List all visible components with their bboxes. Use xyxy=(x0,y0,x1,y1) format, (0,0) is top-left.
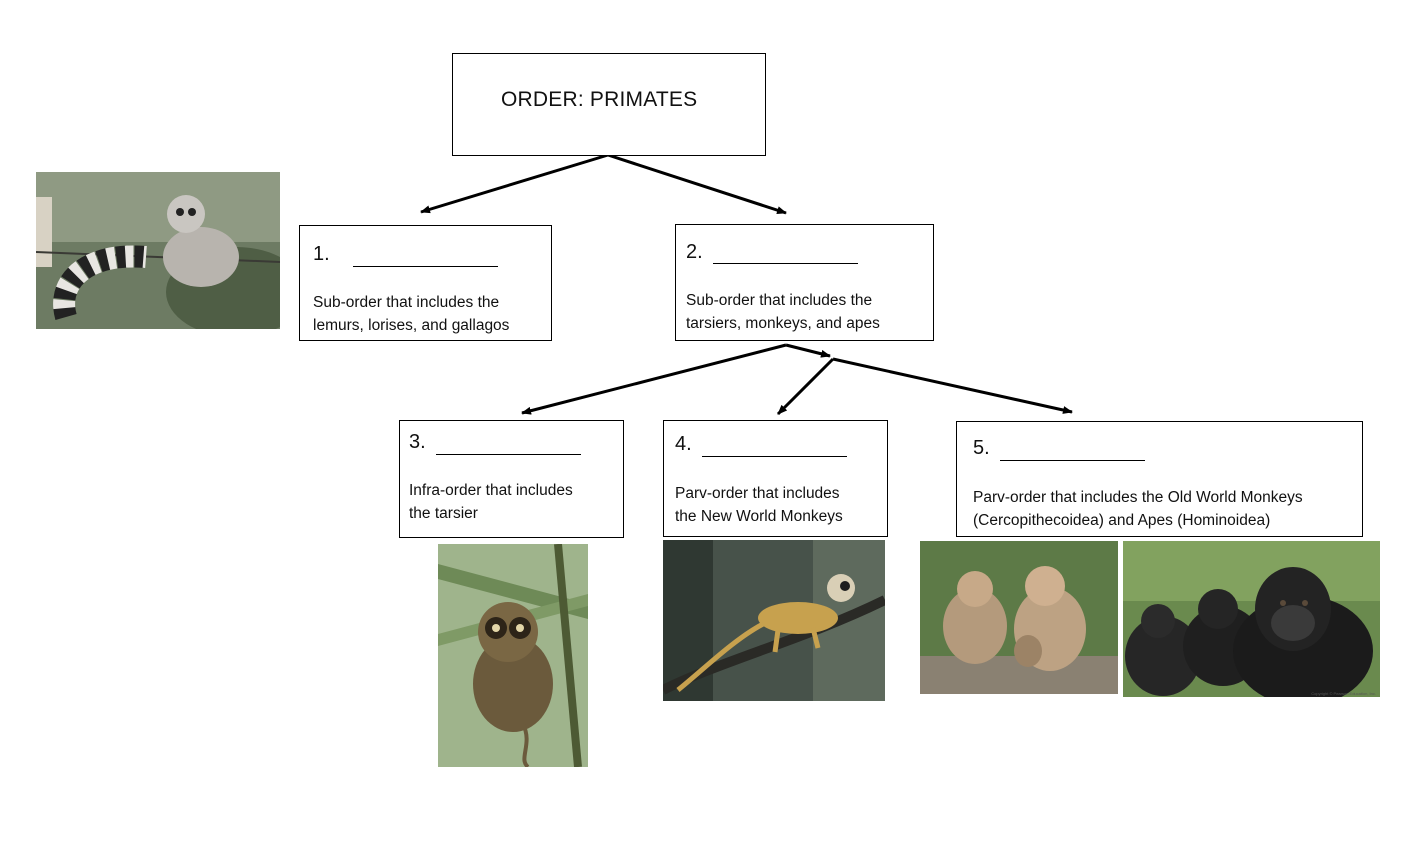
node-3-answer-blank[interactable] xyxy=(436,454,581,455)
node-5-description-line-1: Parv-order that includes the Old World M… xyxy=(973,489,1303,506)
node-5-box: 5. Parv-order that includes the Old Worl… xyxy=(956,421,1363,537)
node-2-number: 2. xyxy=(686,241,703,263)
node-4-number: 4. xyxy=(675,433,692,455)
root-title: ORDER: PRIMATES xyxy=(501,88,698,111)
gorilla-photo-credit: Copyright © Pearson Education, Inc. xyxy=(1311,691,1376,696)
node-3-box: 3. Infra-order that includes the tarsier xyxy=(399,420,624,538)
node-1-description-line-1: Sub-order that includes the xyxy=(313,294,500,311)
macaques-photo xyxy=(920,541,1118,694)
node-1-box: 1. Sub-order that includes the lemurs, l… xyxy=(299,225,552,341)
node-5-answer-blank[interactable] xyxy=(1000,460,1145,461)
arrow-root-to-1 xyxy=(420,153,609,214)
node-1-answer-blank[interactable] xyxy=(353,266,498,267)
node-3-number: 3. xyxy=(409,431,426,453)
node-2-answer-blank[interactable] xyxy=(713,263,858,264)
node-4-description-line-2: the New World Monkeys xyxy=(675,508,843,525)
arrow-2-to-split xyxy=(785,343,831,358)
node-2-description-line-2: tarsiers, monkeys, and apes xyxy=(686,315,880,332)
root-box: ORDER: PRIMATES xyxy=(452,53,766,156)
node-4-answer-blank[interactable] xyxy=(702,456,847,457)
node-3-description-line-2: the tarsier xyxy=(409,505,478,522)
gorilla-photo: Copyright © Pearson Education, Inc. xyxy=(1123,541,1380,697)
tarsier-photo xyxy=(438,544,588,767)
arrow-split-to-4 xyxy=(776,357,835,416)
node-2-box: 2. Sub-order that includes the tarsiers,… xyxy=(675,224,934,341)
lemur-photo xyxy=(36,172,280,329)
node-4-box: 4. Parv-order that includes the New Worl… xyxy=(663,420,888,537)
node-3-description-line-1: Infra-order that includes xyxy=(409,482,573,499)
node-4-description-line-1: Parv-order that includes xyxy=(675,485,840,502)
node-5-number: 5. xyxy=(973,437,990,459)
arrow-split-to-5 xyxy=(832,357,1073,414)
arrow-root-to-2 xyxy=(607,153,787,215)
squirrel-monkey-photo xyxy=(663,540,885,701)
arrow-2-to-3 xyxy=(521,343,787,415)
node-1-description-line-2: lemurs, lorises, and gallagos xyxy=(313,317,510,334)
node-1-number: 1. xyxy=(313,243,330,265)
node-2-description-line-1: Sub-order that includes the xyxy=(686,292,873,309)
node-5-description-line-2: (Cercopithecoidea) and Apes (Hominoidea) xyxy=(973,512,1271,529)
